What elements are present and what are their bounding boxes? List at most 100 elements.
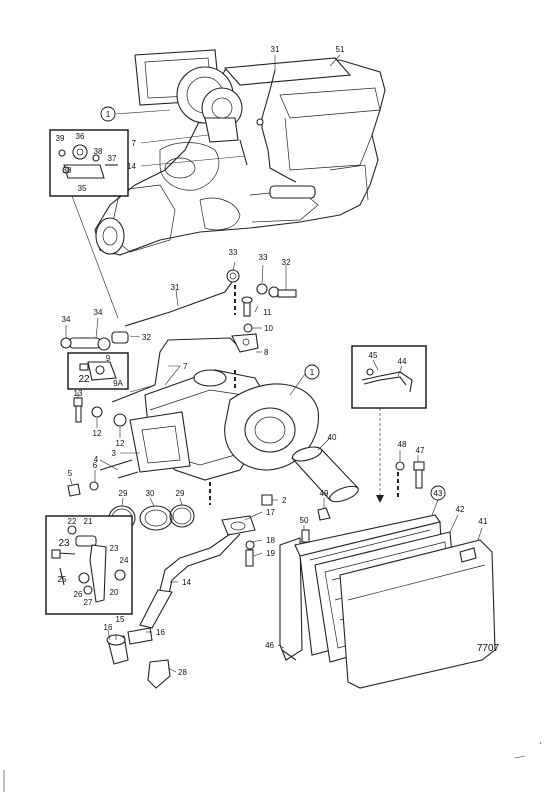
- callout-15: 15: [116, 615, 125, 624]
- callout-7a: 7: [132, 139, 137, 148]
- callout-1b: 1: [310, 368, 315, 377]
- callout-12a: 12: [93, 429, 102, 438]
- callout-10: 10: [264, 324, 273, 333]
- leader-lines: [65, 54, 483, 673]
- screw-47: [413, 461, 425, 489]
- callout-19: 19: [266, 549, 275, 558]
- callout-37: 37: [108, 154, 117, 163]
- callout-36: 36: [76, 132, 85, 141]
- air-filter-assembly: [279, 514, 496, 689]
- washer-6: [89, 481, 99, 491]
- bolt-13: [73, 397, 83, 423]
- washer-12: [91, 406, 103, 418]
- callout-38a: 38: [94, 147, 103, 156]
- callout-45: 45: [369, 351, 378, 360]
- callout-16b: 16: [156, 628, 165, 637]
- callout-38b: 38: [63, 166, 72, 175]
- callout-33b: 33: [259, 253, 268, 262]
- callout-20: 20: [110, 588, 119, 597]
- callout-29b: 29: [176, 489, 185, 498]
- drawing-reference: 7707: [477, 643, 500, 654]
- detail-leader: [71, 195, 119, 319]
- stud-3: [99, 459, 133, 471]
- bolt-50: [301, 529, 310, 543]
- callout-40: 40: [328, 433, 337, 442]
- callout-46: 46: [265, 641, 274, 650]
- callout-12b: 12: [116, 439, 125, 448]
- callout-circle-43: [430, 485, 446, 501]
- washer-12b: [113, 413, 127, 427]
- callout-13: 13: [74, 389, 83, 398]
- callout-48: 48: [398, 440, 407, 449]
- callout-16a: 16: [104, 623, 113, 632]
- callout-32a: 32: [282, 258, 291, 267]
- outlet-pipe-40: [290, 446, 359, 503]
- callout-9a: 9A: [113, 379, 123, 388]
- callout-23a: 23: [58, 538, 70, 549]
- callout-44: 44: [398, 357, 407, 366]
- callout-24: 24: [120, 556, 129, 565]
- scan-mark-2: [539, 741, 542, 745]
- callout-43: 43: [434, 489, 443, 498]
- callout-35: 35: [78, 184, 87, 193]
- washer-48: [395, 461, 405, 471]
- callout-41: 41: [479, 517, 488, 526]
- callout-18: 18: [266, 536, 275, 545]
- callout-51: 51: [336, 45, 345, 54]
- callout-25: 25: [58, 575, 67, 584]
- callout-11: 11: [263, 308, 272, 317]
- callout-3: 3: [112, 449, 117, 458]
- callout-49: 49: [320, 489, 329, 498]
- callout-14b: 14: [182, 578, 191, 587]
- callout-39: 39: [56, 134, 65, 143]
- callout-34a: 34: [62, 315, 71, 324]
- callout-26: 26: [74, 590, 83, 599]
- drain-pipe-14: [139, 515, 256, 629]
- callout-1a: 1: [106, 110, 111, 119]
- callout-8: 8: [264, 348, 269, 357]
- callout-9: 9: [106, 354, 111, 363]
- callout-22b: 22: [68, 517, 77, 526]
- callout-17: 17: [266, 508, 275, 517]
- callout-2: 2: [282, 496, 287, 505]
- callout-33a: 33: [229, 248, 238, 257]
- callout-14a: 14: [127, 162, 136, 171]
- fittings-group: [60, 269, 297, 351]
- scan-mark: [514, 755, 526, 759]
- fittings-15-16: [106, 627, 171, 689]
- callout-30: 30: [146, 489, 155, 498]
- detail-box-35: [49, 129, 129, 197]
- nut-5: [67, 483, 81, 497]
- callout-7b: 7: [183, 362, 188, 371]
- turbocharger-housing: [129, 369, 319, 505]
- callout-32b: 32: [142, 333, 151, 342]
- callout-22a: 22: [78, 374, 90, 385]
- callout-5: 5: [68, 469, 73, 478]
- callout-27: 27: [84, 598, 93, 607]
- callout-4: 4: [94, 455, 99, 464]
- detail-box-20: [45, 515, 133, 615]
- oil-pipe-31: [124, 281, 233, 327]
- detail-box-9: [67, 352, 129, 390]
- callout-21: 21: [84, 517, 93, 526]
- callout-29a: 29: [119, 489, 128, 498]
- callout-6: 6: [93, 461, 98, 470]
- callout-47: 47: [416, 446, 425, 455]
- callout-31b: 31: [171, 283, 180, 292]
- leader-arrow: [376, 495, 384, 503]
- callout-circle-1a: [100, 106, 116, 122]
- callout-50: 50: [300, 516, 309, 525]
- nut-49: [317, 507, 331, 521]
- callout-labels: 1 1 43 31 51 7 14 39 36 38 37 38 35 33 3…: [56, 45, 500, 677]
- callout-42: 42: [456, 505, 465, 514]
- engine-block: [94, 49, 386, 256]
- detail-box-44: [351, 345, 427, 409]
- callout-34b: 34: [94, 308, 103, 317]
- callout-28: 28: [178, 668, 187, 677]
- callout-31a: 31: [271, 45, 280, 54]
- callout-circle-1b: [304, 364, 320, 380]
- plug-2: [261, 494, 273, 506]
- callout-23b: 23: [110, 544, 119, 553]
- stud-4: [117, 471, 139, 479]
